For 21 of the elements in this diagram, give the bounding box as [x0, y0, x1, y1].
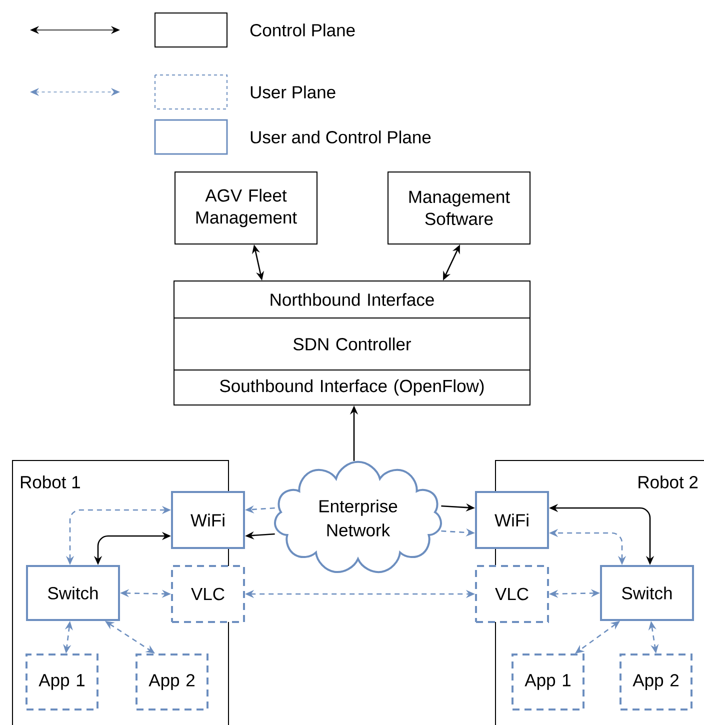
- frame-title: Robot 2: [638, 476, 698, 488]
- process-box: Northbound Interface: [174, 280, 530, 318]
- network-cloud: Enterprise Network: [274, 460, 442, 574]
- process-box: Switch: [600, 565, 694, 621]
- process-box: AGV Fleet Management: [174, 172, 318, 244]
- legend-text: Control Plane: [250, 24, 355, 36]
- process-box: WiFi: [475, 491, 549, 549]
- dashed-box: VLC: [475, 565, 549, 623]
- dashed-box: App 1: [512, 654, 584, 710]
- process-box: WiFi: [171, 491, 245, 549]
- process-box: Management Software: [388, 172, 530, 244]
- dashed-box: App 2: [620, 654, 692, 710]
- process-box: Southbound Interface (OpenFlow): [174, 370, 530, 406]
- dashed-box: VLC: [171, 565, 245, 623]
- dashed-box: App 2: [136, 654, 208, 710]
- dashed-box: App 1: [26, 654, 98, 710]
- frame-title: Robot 1: [20, 476, 80, 488]
- legend-text: User and Control Plane: [250, 130, 431, 144]
- legend-text: User Plane: [250, 86, 336, 98]
- process-box: Switch: [26, 565, 120, 621]
- process-box: SDN Controller: [174, 318, 530, 370]
